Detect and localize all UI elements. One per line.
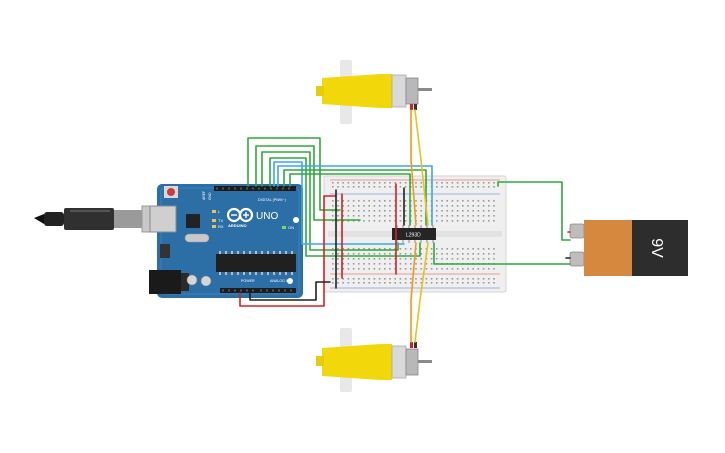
wire-yellow[interactable] — [414, 109, 429, 226]
dc-gear-motor-top[interactable] — [316, 60, 432, 124]
usb-chip — [186, 214, 200, 228]
wire-green[interactable] — [261, 151, 399, 251]
arduino-uno-board[interactable]: L TX RX ON UNO ARDUINO DIGITAL (PWM~) PO… — [149, 184, 303, 298]
power-analog-pin-header[interactable] — [220, 288, 296, 293]
wire-green[interactable] — [497, 181, 571, 241]
wire-blue[interactable] — [277, 165, 433, 226]
mounting-hole — [287, 278, 293, 284]
power-jack — [149, 270, 189, 294]
analog-header-label: ANALOG IN — [270, 279, 290, 283]
chip-label: L293D — [406, 233, 421, 239]
led-l — [212, 210, 216, 213]
led-tx — [212, 219, 216, 222]
digital-pin-header[interactable] — [214, 186, 296, 191]
wire-red[interactable] — [239, 195, 337, 307]
label-on: ON — [288, 225, 294, 230]
label-l: L — [218, 209, 221, 214]
capacitor — [200, 275, 212, 287]
l293d-chip[interactable]: L293D — [392, 225, 436, 243]
digital-header-label: DIGITAL (PWM~) — [258, 198, 286, 202]
crystal — [184, 233, 210, 243]
mounting-hole — [293, 217, 299, 223]
brand-label: ARDUINO — [228, 223, 247, 228]
atmega-chip — [216, 251, 296, 275]
wire-green[interactable] — [255, 145, 361, 221]
voltage-regulator — [160, 244, 170, 258]
breadboard[interactable]: L293D — [323, 175, 507, 293]
label-rx: RX — [218, 224, 224, 229]
wire-orange[interactable] — [410, 242, 417, 343]
led-rx — [212, 225, 216, 228]
dc-gear-motor-bottom[interactable] — [316, 328, 432, 392]
wire-black[interactable] — [249, 281, 331, 301]
power-header-label: POWER — [241, 279, 255, 283]
wire-orange[interactable] — [410, 109, 417, 226]
capacitor — [186, 274, 198, 286]
reset-button[interactable] — [164, 186, 178, 198]
usb-jack — [149, 205, 177, 233]
battery-9v[interactable]: 9V — [569, 220, 688, 276]
arduino-logo-icon — [226, 207, 254, 223]
aref-label: AREF — [202, 191, 206, 200]
battery-label: 9V — [648, 238, 665, 258]
wire-yellow[interactable] — [414, 242, 429, 343]
wire-green[interactable] — [289, 173, 411, 226]
wire-green[interactable] — [269, 157, 421, 257]
wire-green[interactable] — [433, 242, 571, 265]
wire-green[interactable] — [247, 137, 341, 211]
led-on — [282, 226, 286, 229]
model-label: UNO — [256, 211, 278, 222]
gnd-label: GND — [208, 192, 212, 200]
wire-green[interactable] — [283, 169, 427, 226]
label-tx: TX — [218, 218, 223, 223]
